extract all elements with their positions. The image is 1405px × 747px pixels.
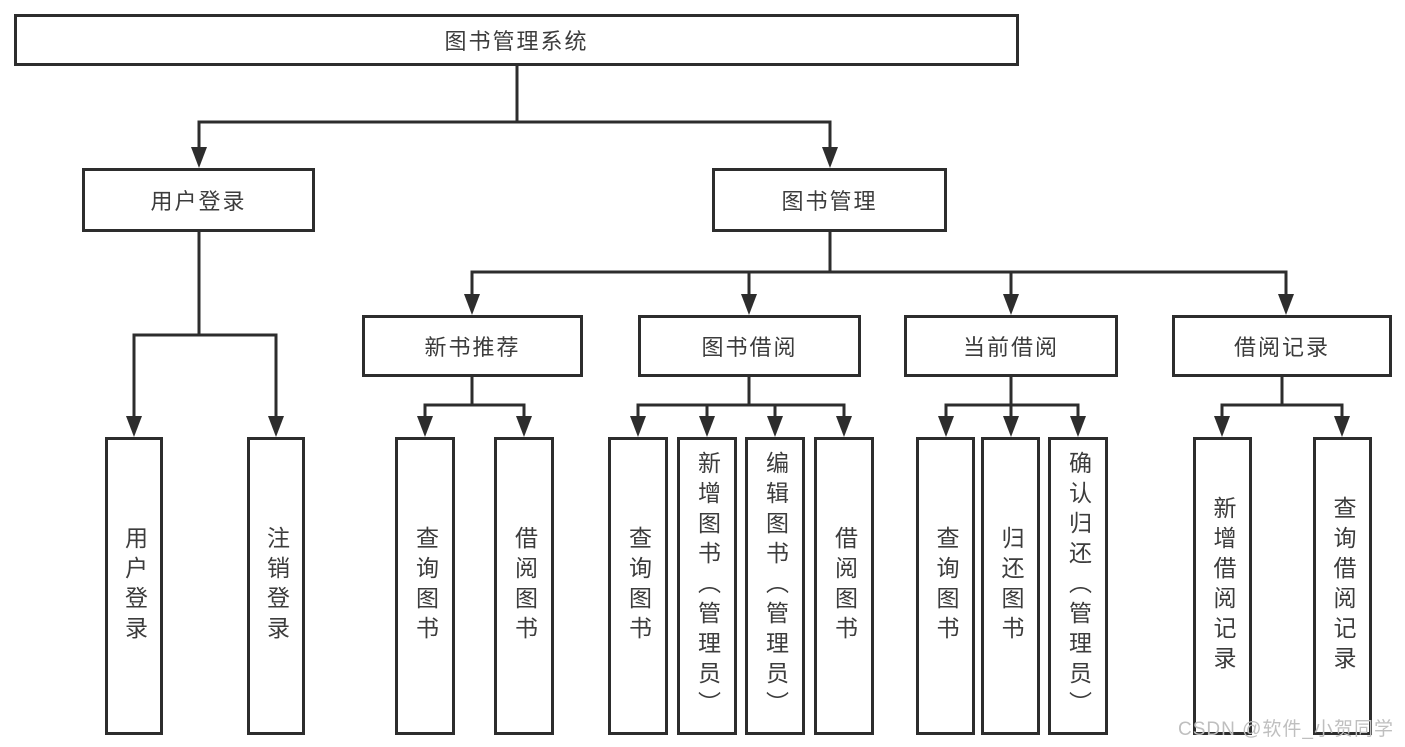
- connector-user-login-children: [126, 230, 284, 437]
- arrowhead: [630, 416, 646, 437]
- node-query-borrow-record-label: 查询借阅记录: [1330, 496, 1356, 676]
- arrowhead: [191, 147, 207, 168]
- node-query-books-3: 查询图书: [916, 437, 975, 735]
- node-edit-books-admin-label: 编辑图书（管理员）: [762, 451, 789, 721]
- node-borrow-records: 借阅记录: [1172, 315, 1392, 377]
- node-add-books-admin-label: 新增图书（管理员）: [694, 451, 721, 721]
- node-borrow-books-1-label: 借阅图书: [511, 526, 538, 646]
- node-return-books: 归还图书: [981, 437, 1040, 735]
- node-new-book-rec: 新书推荐: [362, 315, 583, 377]
- node-book-borrow-label: 图书借阅: [701, 335, 798, 360]
- watermark: CSDN @软件_小贺同学: [1178, 719, 1394, 740]
- node-confirm-return-admin-label: 确认归还（管理员）: [1065, 451, 1092, 721]
- arrowhead: [417, 416, 433, 437]
- connector-book-borrow-children: [630, 375, 852, 437]
- node-root: 图书管理系统: [14, 14, 1019, 66]
- node-query-books-2-label: 查询图书: [625, 526, 652, 646]
- node-logout: 注销登录: [247, 437, 305, 735]
- node-query-books-1-label: 查询图书: [412, 526, 439, 646]
- node-book-mgmt-label: 图书管理: [781, 189, 878, 214]
- node-user-login-detail-label: 用户登录: [121, 526, 148, 646]
- arrowhead: [1278, 294, 1294, 315]
- node-root-label: 图书管理系统: [444, 29, 589, 54]
- node-user-login-detail: 用户登录: [105, 437, 163, 735]
- arrowhead: [516, 416, 532, 437]
- arrowhead: [699, 416, 715, 437]
- node-logout-label: 注销登录: [263, 526, 290, 646]
- arrowhead: [741, 294, 757, 315]
- node-user-login: 用户登录: [82, 168, 315, 232]
- arrowhead: [836, 416, 852, 437]
- node-add-borrow-record: 新增借阅记录: [1193, 437, 1252, 735]
- connector-root-to-level2: [191, 64, 838, 168]
- arrowhead: [1070, 416, 1086, 437]
- node-confirm-return-admin: 确认归还（管理员）: [1048, 437, 1108, 735]
- node-current-borrow-label: 当前借阅: [962, 335, 1059, 360]
- arrowhead: [1334, 416, 1350, 437]
- node-edit-books-admin: 编辑图书（管理员）: [745, 437, 805, 735]
- node-book-mgmt: 图书管理: [712, 168, 947, 232]
- connector-borrow-records-children: [1214, 375, 1350, 437]
- connector-current-borrow-children: [938, 375, 1086, 437]
- node-query-books-1: 查询图书: [395, 437, 455, 735]
- arrowhead: [464, 294, 480, 315]
- connector-book-mgmt-children: [464, 230, 1294, 315]
- node-new-book-rec-label: 新书推荐: [424, 335, 521, 360]
- node-borrow-books-1: 借阅图书: [494, 437, 554, 735]
- node-borrow-books-2-label: 借阅图书: [831, 526, 858, 646]
- node-user-login-label: 用户登录: [150, 189, 247, 214]
- node-query-borrow-record: 查询借阅记录: [1313, 437, 1372, 735]
- node-add-borrow-record-label: 新增借阅记录: [1210, 496, 1236, 676]
- node-book-borrow: 图书借阅: [638, 315, 861, 377]
- node-query-books-3-label: 查询图书: [933, 526, 959, 646]
- arrowhead: [1214, 416, 1230, 437]
- arrowhead: [822, 147, 838, 168]
- node-current-borrow: 当前借阅: [904, 315, 1118, 377]
- arrowhead: [268, 416, 284, 437]
- arrowhead: [767, 416, 783, 437]
- connector-new-book-rec-children: [417, 375, 532, 437]
- arrowhead: [938, 416, 954, 437]
- node-return-books-label: 归还图书: [998, 526, 1024, 646]
- arrowhead: [1003, 416, 1019, 437]
- arrowhead: [126, 416, 142, 437]
- node-borrow-records-label: 借阅记录: [1233, 335, 1330, 360]
- arrowhead: [1003, 294, 1019, 315]
- node-add-books-admin: 新增图书（管理员）: [677, 437, 737, 735]
- node-query-books-2: 查询图书: [608, 437, 668, 735]
- node-borrow-books-2: 借阅图书: [814, 437, 874, 735]
